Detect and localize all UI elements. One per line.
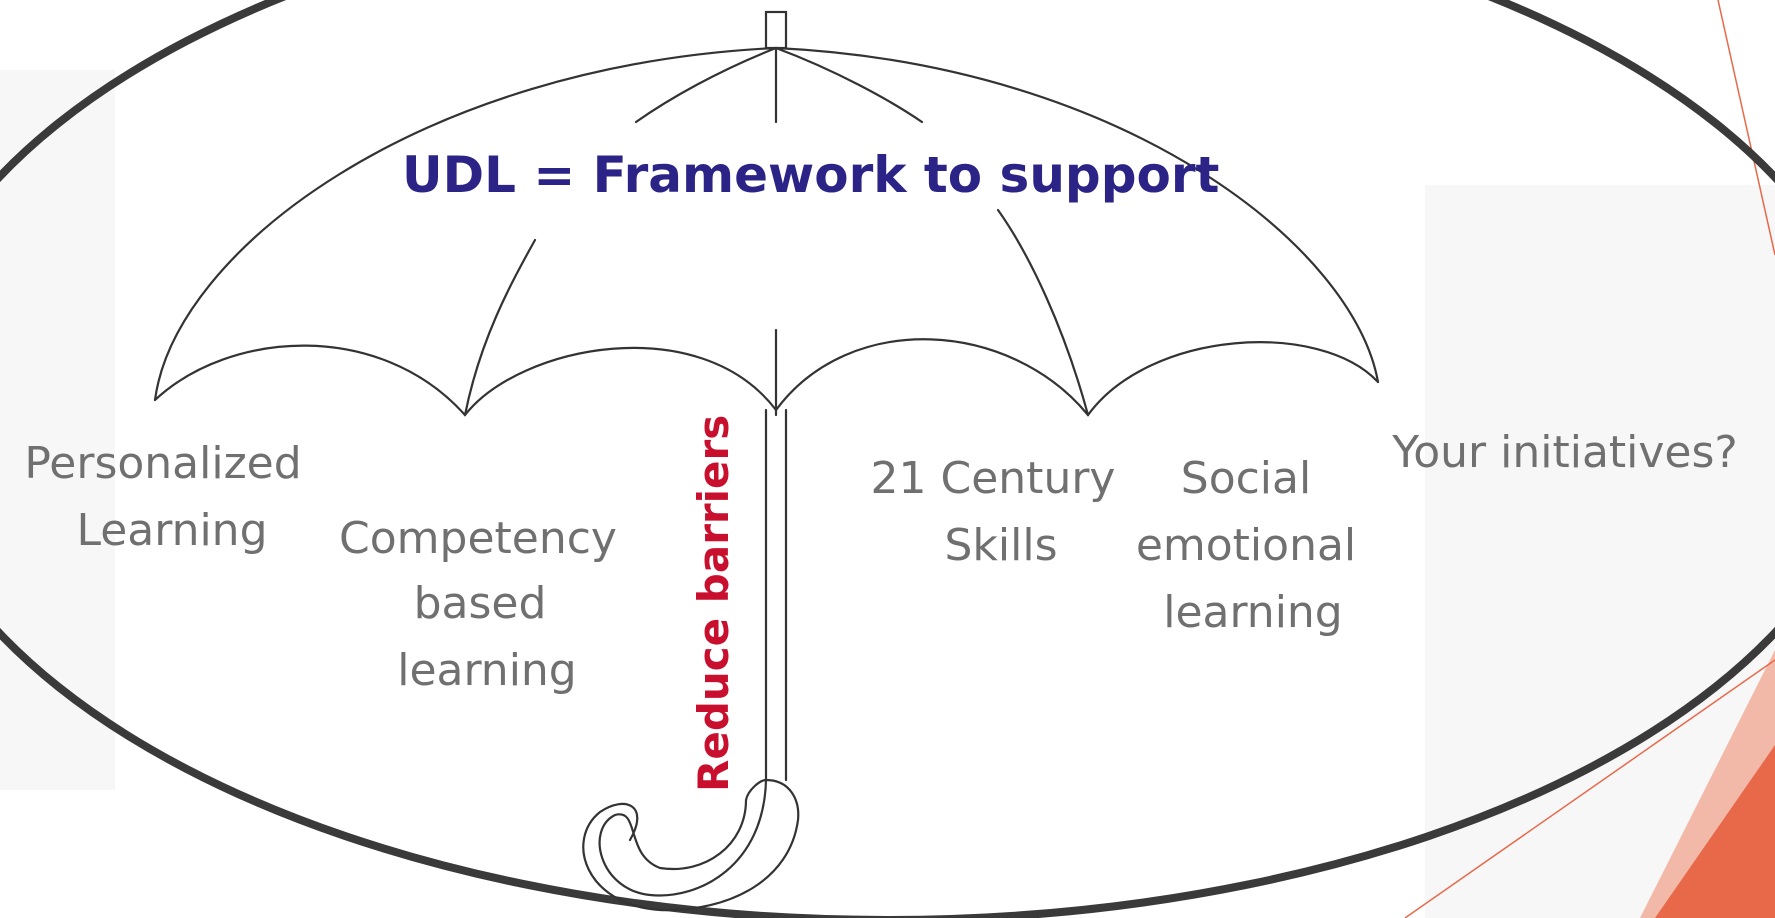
label-social-line-3: learning <box>1163 587 1343 638</box>
label-century-line-1: 21 Century <box>871 453 1116 504</box>
umbrella-rib-4 <box>634 46 778 124</box>
label-social-emotional-learning: Social emotional learning <box>1136 453 1370 638</box>
background-panel-left <box>0 70 115 790</box>
umbrella-handle-top <box>582 778 800 912</box>
diagram-title: UDL = Framework to support <box>402 146 1219 204</box>
label-social-line-2: emotional <box>1136 520 1356 571</box>
label-century-line-2: Skills <box>944 520 1057 571</box>
label-competency-based-learning: Competency based learning <box>339 513 631 696</box>
label-personalized-line-1: Personalized <box>24 438 301 489</box>
accent-line-top <box>1717 0 1775 256</box>
label-competency-line-1: Competency <box>339 513 617 564</box>
umbrella-rib-1 <box>463 238 537 417</box>
label-competency-line-3: learning <box>397 645 577 696</box>
umbrella-scallops <box>153 338 1380 417</box>
label-your-initiatives: Your initiatives? <box>1391 427 1738 478</box>
umbrella-rib-2 <box>996 208 1090 417</box>
umbrella-rib-5 <box>774 46 924 124</box>
umbrella-handle <box>598 778 768 897</box>
label-personalized-line-2: Learning <box>76 505 267 556</box>
stem-label: Reduce barriers <box>689 415 738 792</box>
accent-line-bottom <box>1404 659 1775 918</box>
umbrella-icon <box>153 10 1380 912</box>
label-initiatives-line-1: Your initiatives? <box>1391 427 1738 478</box>
label-personalized-learning: Personalized Learning <box>24 438 315 556</box>
label-competency-line-2: based <box>414 578 547 629</box>
label-21-century-skills: 21 Century Skills <box>871 453 1130 571</box>
umbrella-tip <box>764 10 788 50</box>
accent-triangle-dark <box>1655 745 1775 918</box>
label-social-line-1: Social <box>1181 453 1311 504</box>
